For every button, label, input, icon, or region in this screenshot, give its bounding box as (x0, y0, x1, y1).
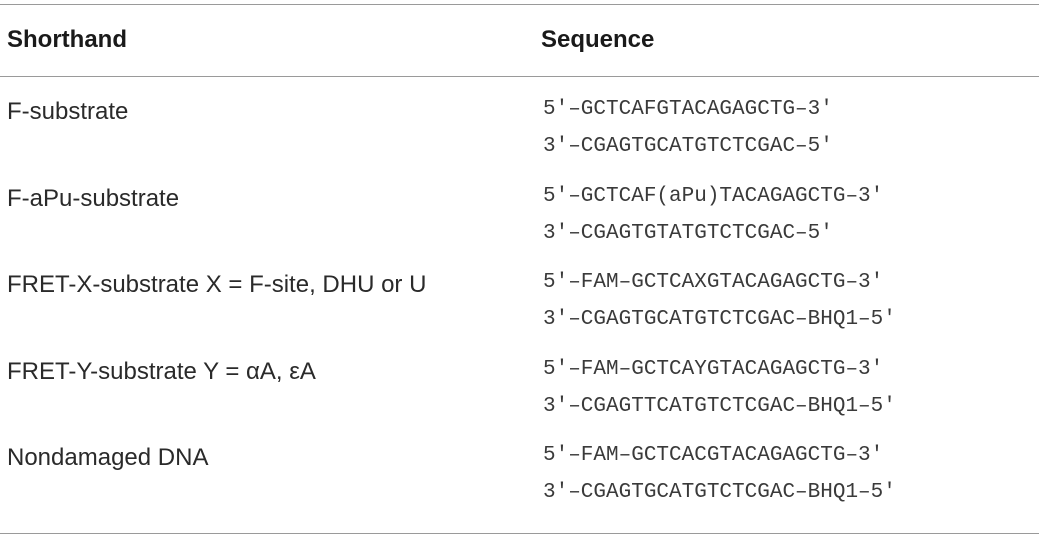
shorthand-cell: FRET-X-substrate X = F-site, DHU or U (7, 271, 427, 298)
sequence-bottom-strand: 3′–CGAGTGCATGTCTCGAC–5′ (543, 135, 833, 158)
shorthand-cell: F-substrate (7, 98, 129, 125)
sequence-top-strand: 5′–GCTCAF(aPu)TACAGAGCTG–3′ (543, 185, 884, 208)
sequence-bottom-strand: 3′–CGAGTTCATGTCTCGAC–BHQ1–5′ (543, 395, 896, 418)
header-rule (0, 76, 1039, 77)
sequence-top-strand: 5′–FAM–GCTCAYGTACAGAGCTG–3′ (543, 358, 884, 381)
header-sequence: Sequence (541, 26, 655, 53)
table-row: F-aPu-substrate 5′–GCTCAF(aPu)TACAGAGCTG… (0, 183, 1039, 271)
shorthand-cell: F-aPu-substrate (7, 185, 180, 212)
shorthand-cell: FRET-Y-substrate Y = αA, εA (7, 358, 316, 385)
sequence-top-strand: 5′–FAM–GCTCAXGTACAGAGCTG–3′ (543, 271, 884, 294)
sequence-top-strand: 5′–FAM–GCTCACGTACAGAGCTG–3′ (543, 444, 884, 467)
sequence-bottom-strand: 3′–CGAGTGCATGTCTCGAC–BHQ1–5′ (543, 308, 896, 331)
table-row: FRET-Y-substrate Y = αA, εA 5′–FAM–GCTCA… (0, 356, 1039, 444)
sequence-bottom-strand: 3′–CGAGTGTATGTCTCGAC–5′ (543, 222, 833, 245)
bottom-rule (0, 533, 1039, 534)
shorthand-cell: Nondamaged DNA (7, 444, 209, 471)
sequence-top-strand: 5′–GCTCAFGTACAGAGCTG–3′ (543, 98, 833, 121)
header-shorthand: Shorthand (7, 26, 127, 53)
table-row: Nondamaged DNA 5′–FAM–GCTCACGTACAGAGCTG–… (0, 442, 1039, 530)
table-row: F-substrate 5′–GCTCAFGTACAGAGCTG–3′ 3′–C… (0, 96, 1039, 184)
sequence-bottom-strand: 3′–CGAGTGCATGTCTCGAC–BHQ1–5′ (543, 481, 896, 504)
top-rule (0, 4, 1039, 5)
table-row: FRET-X-substrate X = F-site, DHU or U 5′… (0, 269, 1039, 357)
